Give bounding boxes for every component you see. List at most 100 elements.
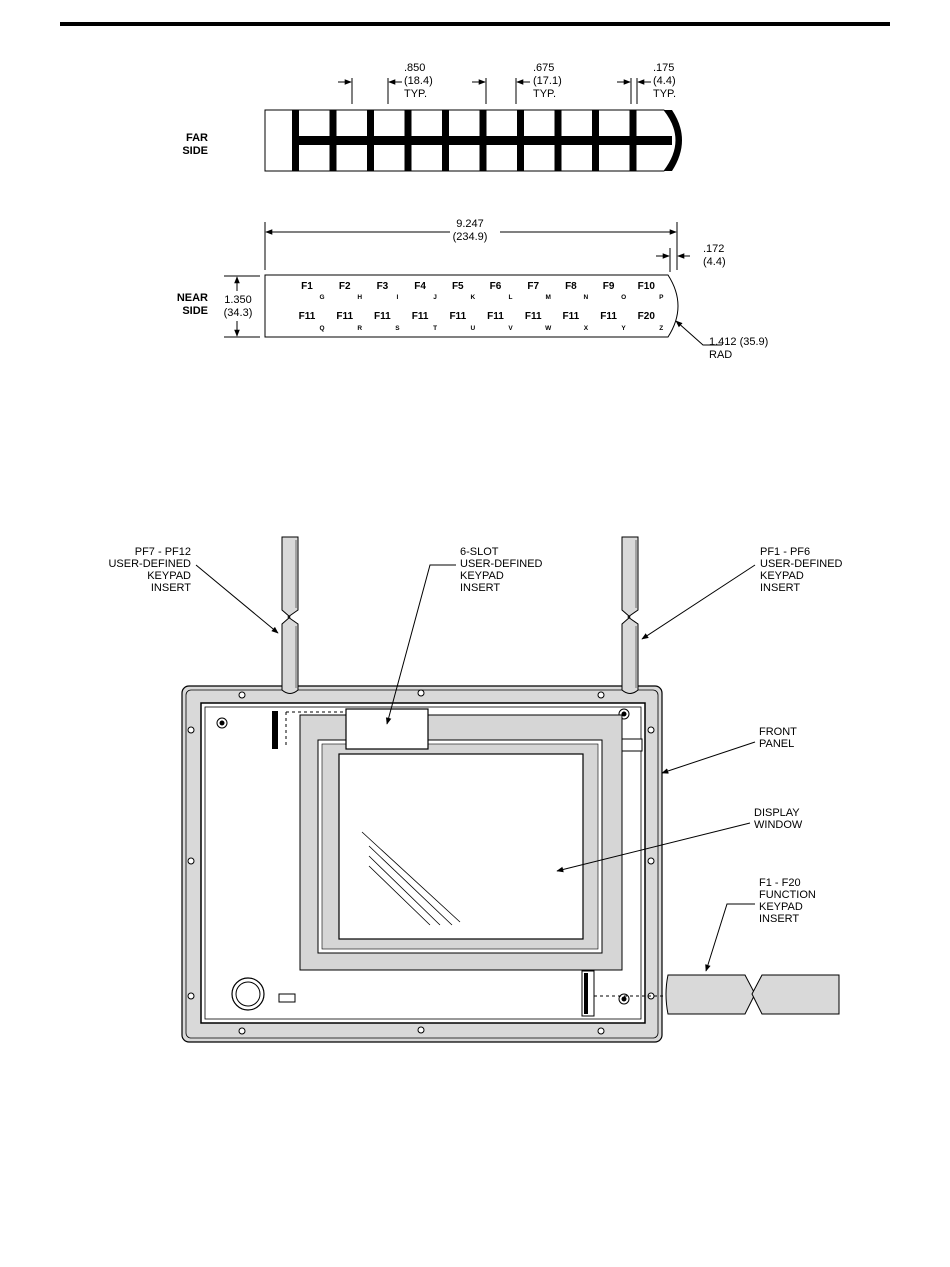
function-key-sub-label: S bbox=[395, 325, 400, 332]
function-key-sub-label: P bbox=[659, 294, 664, 301]
svg-text:FRONT: FRONT bbox=[759, 726, 797, 738]
function-key-sub-label: O bbox=[621, 294, 626, 301]
function-key-sub-label: T bbox=[433, 325, 437, 332]
function-key-label: F11 bbox=[600, 311, 617, 322]
panel-screw bbox=[597, 691, 605, 699]
function-key-label: F20 bbox=[638, 311, 656, 322]
function-key-label: F9 bbox=[603, 281, 615, 292]
function-key-sub-label: Q bbox=[319, 325, 324, 332]
svg-text:INSERT: INSERT bbox=[759, 913, 799, 925]
callout-six-slot: 6-SLOT USER-DEFINED KEYPAD INSERT bbox=[385, 546, 543, 725]
function-key-sub-label: Z bbox=[659, 325, 663, 332]
function-key-label: F3 bbox=[377, 281, 389, 292]
header-rule bbox=[60, 22, 890, 26]
callout-display-window: DISPLAY WINDOW bbox=[556, 807, 803, 873]
svg-text:.172: .172 bbox=[703, 243, 724, 255]
panel-screw bbox=[187, 857, 195, 865]
svg-text:PF1 - PF6: PF1 - PF6 bbox=[760, 546, 810, 558]
svg-text:INSERT: INSERT bbox=[460, 582, 500, 594]
function-key-label: F11 bbox=[563, 311, 580, 322]
pf1-pf6-insert bbox=[621, 536, 639, 694]
dim-height: 1.350 (34.3) bbox=[224, 275, 260, 338]
far-side-bar bbox=[442, 110, 449, 171]
function-key-sub-label: N bbox=[584, 294, 589, 301]
svg-text:(234.9): (234.9) bbox=[453, 231, 488, 243]
function-key-sub-label: K bbox=[470, 294, 475, 301]
svg-text:USER-DEFINED: USER-DEFINED bbox=[460, 558, 543, 570]
function-key-label: F11 bbox=[412, 311, 429, 322]
far-side-bar bbox=[479, 110, 487, 171]
panel-screw bbox=[647, 857, 655, 865]
dim-172: .172 (4.4) bbox=[656, 243, 726, 272]
function-key-sub-label: J bbox=[433, 294, 437, 301]
far-side-label: FAR SIDE bbox=[182, 132, 208, 157]
function-key-sub-label: U bbox=[470, 325, 475, 332]
callout-pf1-pf6: PF1 - PF6 USER-DEFINED KEYPAD INSERT bbox=[641, 546, 843, 640]
function-key-sub-label: W bbox=[545, 325, 552, 332]
function-key-label: F11 bbox=[299, 311, 316, 322]
svg-text:1.412 (35.9): 1.412 (35.9) bbox=[709, 336, 768, 348]
panel-screw bbox=[417, 689, 425, 697]
svg-text:RAD: RAD bbox=[709, 349, 732, 361]
far-side-strip bbox=[264, 109, 682, 172]
svg-text:NEAR: NEAR bbox=[177, 292, 208, 304]
function-key-sub-label: L bbox=[509, 294, 513, 301]
panel-screw bbox=[238, 1027, 246, 1035]
svg-text:.850: .850 bbox=[404, 62, 425, 74]
svg-text:TYP.: TYP. bbox=[653, 88, 676, 100]
function-key-label: F11 bbox=[487, 311, 504, 322]
svg-text:(4.4): (4.4) bbox=[653, 75, 676, 87]
callout-pf7-pf12: PF7 - PF12 USER-DEFINED KEYPAD INSERT bbox=[108, 546, 279, 634]
function-key-label: F11 bbox=[449, 311, 466, 322]
callout-front-panel: FRONT PANEL bbox=[661, 726, 797, 774]
function-key-label: F10 bbox=[638, 281, 656, 292]
far-side-bar bbox=[292, 110, 299, 171]
near-side-label: NEAR SIDE bbox=[177, 292, 208, 317]
function-key-label: F8 bbox=[565, 281, 577, 292]
function-key-sub-label: H bbox=[357, 294, 362, 301]
function-key-label: F6 bbox=[490, 281, 502, 292]
far-side-bar bbox=[517, 110, 524, 171]
svg-text:.675: .675 bbox=[533, 62, 554, 74]
pf7-pf12-insert bbox=[281, 536, 299, 694]
svg-text:FAR: FAR bbox=[186, 132, 208, 144]
far-side-bar bbox=[367, 110, 374, 171]
svg-text:TYP.: TYP. bbox=[404, 88, 427, 100]
svg-text:TYP.: TYP. bbox=[533, 88, 556, 100]
svg-text:KEYPAD: KEYPAD bbox=[760, 570, 804, 582]
svg-text:(18.4): (18.4) bbox=[404, 75, 433, 87]
function-key-sub-label: Y bbox=[621, 325, 626, 332]
svg-text:USER-DEFINED: USER-DEFINED bbox=[760, 558, 843, 570]
panel-screw bbox=[187, 726, 195, 734]
panel-screw bbox=[597, 1027, 605, 1035]
far-side-bar bbox=[554, 110, 562, 171]
display-window bbox=[299, 714, 623, 971]
function-keypad-insert bbox=[665, 974, 840, 1015]
dim-175: .175 (4.4) TYP. bbox=[617, 62, 676, 104]
svg-text:PANEL: PANEL bbox=[759, 738, 794, 750]
svg-text:PF7 - PF12: PF7 - PF12 bbox=[135, 546, 191, 558]
dim-width: 9.247 (234.9) bbox=[264, 218, 678, 270]
function-key-label: F5 bbox=[452, 281, 464, 292]
function-key-label: F2 bbox=[339, 281, 351, 292]
panel-screw bbox=[647, 726, 655, 734]
function-key-label: F11 bbox=[336, 311, 353, 322]
svg-text:FUNCTION: FUNCTION bbox=[759, 889, 816, 901]
function-key-sub-label: V bbox=[508, 325, 513, 332]
function-key-sub-label: R bbox=[357, 325, 362, 332]
svg-text:.175: .175 bbox=[653, 62, 674, 74]
panel-screw bbox=[238, 691, 246, 699]
svg-text:(4.4): (4.4) bbox=[703, 256, 726, 268]
far-side-bar bbox=[629, 110, 637, 171]
svg-text:9.247: 9.247 bbox=[456, 218, 484, 230]
function-key-label: F7 bbox=[527, 281, 539, 292]
far-side-bar bbox=[592, 110, 599, 171]
panel-screw bbox=[187, 992, 195, 1000]
svg-text:WINDOW: WINDOW bbox=[754, 819, 803, 831]
function-key-label: F4 bbox=[414, 281, 426, 292]
svg-text:KEYPAD: KEYPAD bbox=[147, 570, 191, 582]
svg-text:KEYPAD: KEYPAD bbox=[460, 570, 504, 582]
function-key-sub-label: M bbox=[545, 294, 550, 301]
panel-screw bbox=[417, 1026, 425, 1034]
